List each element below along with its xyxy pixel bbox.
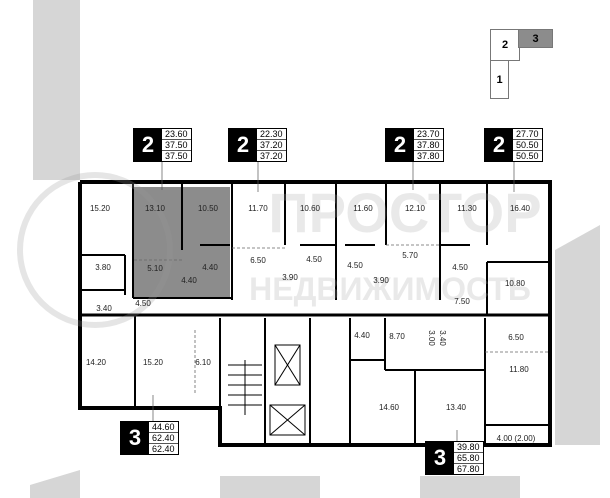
room-area: 5.10 <box>147 264 163 273</box>
room-area: 13.40 <box>446 403 467 412</box>
room-area: 10.50 <box>198 204 219 213</box>
neighbor-building <box>220 476 320 498</box>
room-area: 4.40 <box>181 276 197 285</box>
total-area: 50.50 <box>513 140 542 151</box>
room-area: 10.80 <box>505 279 526 288</box>
neighbor-building <box>33 0 80 180</box>
living-area: 27.70 <box>513 129 542 140</box>
room-area: 6.10 <box>195 358 211 367</box>
room-count: 2 <box>229 129 257 161</box>
room-area: 4.00 (2.00) <box>497 434 536 443</box>
room-area: 3.90 <box>282 273 298 282</box>
room-area: 11.70 <box>248 204 268 213</box>
room-area: 3.00 <box>427 330 436 346</box>
room-area: 15.20 <box>143 358 164 367</box>
living-area: 23.70 <box>414 129 443 140</box>
room-area: 3.40 <box>438 330 447 346</box>
svg-text:ПРОСТОР: ПРОСТОР <box>268 181 541 244</box>
total-area: 37.80 <box>414 140 443 151</box>
room-area: 4.50 <box>306 255 322 264</box>
neighbor-building <box>30 470 80 498</box>
room-area: 12.10 <box>405 204 426 213</box>
room-count: 3 <box>121 422 149 454</box>
room-area: 14.60 <box>379 403 400 412</box>
section-label: 3 <box>532 32 539 45</box>
room-area: 3.40 <box>96 304 112 313</box>
room-count: 2 <box>134 129 162 161</box>
room-area: 16.40 <box>510 204 531 213</box>
neighbor-building <box>420 476 520 498</box>
total-area-with-balcony: 50.50 <box>516 151 539 161</box>
walls <box>78 180 552 447</box>
room-area: 5.70 <box>402 251 418 260</box>
room-count: 3 <box>426 442 454 474</box>
total-area-with-balcony: 67.80 <box>457 464 480 474</box>
room-area: 3.80 <box>95 263 111 272</box>
room-area: 8.70 <box>389 332 405 341</box>
key-section-2[interactable]: 2 <box>490 29 520 61</box>
room-area: 7.50 <box>454 297 470 306</box>
room-area: 3.90 <box>373 276 389 285</box>
room-area: 11.60 <box>353 204 373 213</box>
watermark-logo: ПРОСТОР НЕДВИЖИМОСТЬ <box>17 172 542 328</box>
room-area: 4.50 <box>347 261 363 270</box>
total-area-with-balcony: 37.50 <box>165 151 188 161</box>
total-area: 65.80 <box>454 453 483 464</box>
room-area: 4.40 <box>202 263 218 272</box>
living-area: 23.60 <box>162 129 191 140</box>
living-area: 44.60 <box>149 422 178 433</box>
total-area-with-balcony: 37.80 <box>417 151 440 161</box>
room-area: 6.50 <box>508 333 524 342</box>
key-section-3[interactable]: 3 <box>518 29 553 48</box>
room-area: 10.60 <box>300 204 321 213</box>
total-area: 62.40 <box>149 433 178 444</box>
living-area: 22.30 <box>257 129 286 140</box>
total-area: 37.50 <box>162 140 191 151</box>
neighbor-building <box>555 225 600 445</box>
room-count: 2 <box>485 129 513 161</box>
room-area: 11.30 <box>457 204 477 213</box>
room-count: 2 <box>386 129 414 161</box>
room-area: 4.50 <box>135 299 151 308</box>
room-area: 14.20 <box>86 358 107 367</box>
room-labels: 15.20 13.10 10.50 11.70 10.60 11.60 12.1… <box>86 204 536 443</box>
section-label: 2 <box>501 39 509 51</box>
key-section-1[interactable]: 1 <box>490 60 509 99</box>
svg-text:НЕДВИЖИМОСТЬ: НЕДВИЖИМОСТЬ <box>249 271 531 307</box>
total-area-with-balcony: 62.40 <box>152 444 175 454</box>
room-area: 6.50 <box>250 256 266 265</box>
total-area: 37.20 <box>257 140 286 151</box>
section-label: 1 <box>496 73 503 86</box>
room-area: 11.80 <box>509 365 529 374</box>
room-area: 13.10 <box>145 204 166 213</box>
room-area: 4.50 <box>452 263 468 272</box>
room-area: 4.40 <box>354 331 370 340</box>
total-area-with-balcony: 37.20 <box>260 151 283 161</box>
room-area: 15.20 <box>90 204 111 213</box>
living-area: 39.80 <box>454 442 483 453</box>
